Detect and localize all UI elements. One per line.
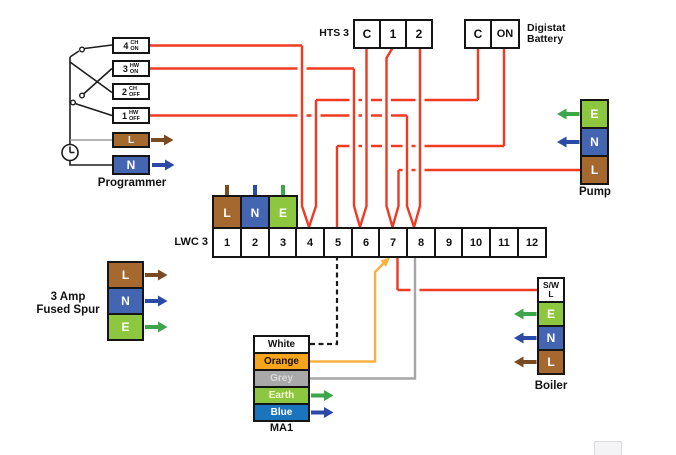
lwc3-earth-terminal: E [268,195,298,230]
boiler-live-arrow-icon [514,356,537,368]
pump-neutral-terminal: N [580,127,609,157]
pump-live-terminal: L [580,155,609,185]
spur-live-arrow-icon [145,269,168,281]
digistat-terminal-on: ON [490,19,520,49]
hts3-terminal-c: C [353,19,381,49]
programmer-label: Programmer [97,177,167,189]
screen-artifact [594,441,622,455]
orange-arrowhead-icon [380,257,390,267]
spur-neutral-terminal: N [107,287,144,315]
lwc3-neutral-terminal: N [240,195,270,230]
wire-hts-2-drop [412,48,422,228]
lwc3-terminal-1: 1 [212,227,242,258]
ma1-earth-arrow-icon [311,390,334,401]
lwc-supply-stubs [225,185,285,195]
programmer-neutral-arrow-icon [152,159,175,171]
arrow-icons [145,108,580,418]
pump-label: Pump [579,186,611,198]
programmer-live-arrow-icon [151,134,174,146]
boiler-earth-arrow-icon [514,308,537,320]
ma1-blue-terminal: Blue [253,403,310,422]
lwc3-terminal-3: 3 [268,227,298,258]
pump-earth-terminal: E [580,99,609,129]
lwc3-label: LWC 3 [174,236,208,248]
lwc3-terminal-12: 12 [517,227,547,258]
boiler-earth-terminal: E [537,301,565,327]
lwc3-terminal-8: 8 [406,227,436,258]
lwc3-terminal-6: 6 [351,227,381,258]
wire-dashed-white-ma1 [310,258,339,346]
switch-number: 1 [121,110,127,121]
spur-neutral-arrow-icon [145,295,168,307]
switch-number: 3 [122,63,128,74]
wire-grey-ma1 [310,258,417,380]
hts3-label: HTS 3 [319,27,349,39]
programmer-switch-linkage [69,44,113,166]
boiler-neutral-arrow-icon [514,332,537,344]
lwc3-terminal-9: 9 [434,227,464,258]
wire-ch-on-drop [300,45,311,228]
clock-icon [61,143,79,162]
ma1-label: MA1 [269,422,294,434]
pump-earth-arrow-icon [557,108,580,120]
wire-orange-ma1 [310,260,387,363]
hts3-terminal-1: 1 [379,19,407,49]
earth-stub-icon [281,185,285,195]
lwc3-terminal-11: 11 [489,227,519,258]
lwc3-live-terminal: L [212,195,242,230]
ma1-blue-arrow-icon [311,407,334,418]
boiler-live-terminal: L [537,349,565,375]
switch-number: 4 [123,40,129,51]
lwc3-terminal-7: 7 [378,227,408,258]
wire-digistat-c-drop [307,100,318,228]
hts3-terminal-2: 2 [405,19,433,49]
boiler-label: Boiler [534,380,568,392]
switch-contact-icons [69,46,85,106]
neutral-stub-icon [253,185,257,195]
wire-pump-drop [391,170,400,228]
wire-hw-off-drop [405,115,416,228]
pump-neutral-arrow-icon [557,136,580,148]
lwc3-terminal-5: 5 [323,227,353,258]
spur-earth-terminal: E [107,313,144,341]
spur-earth-arrow-icon [145,321,168,333]
programmer-live-terminal: L [112,132,150,148]
lwc3-terminal-4: 4 [295,227,325,258]
boiler-neutral-terminal: N [537,325,565,351]
wire-hw-on-drop [352,68,362,228]
live-stub-icon [225,185,229,195]
wire-hts-c-drop [358,48,368,228]
digistat-terminal-c: C [464,19,492,49]
lwc3-terminal-2: 2 [240,227,270,258]
programmer-neutral-terminal: N [112,155,150,175]
switch-number: 2 [121,86,127,97]
wire-hts-1-drop [385,47,394,228]
spur-live-terminal: L [107,261,144,289]
lwc3-terminal-10: 10 [461,227,491,258]
red-wire-verticals [300,45,506,290]
